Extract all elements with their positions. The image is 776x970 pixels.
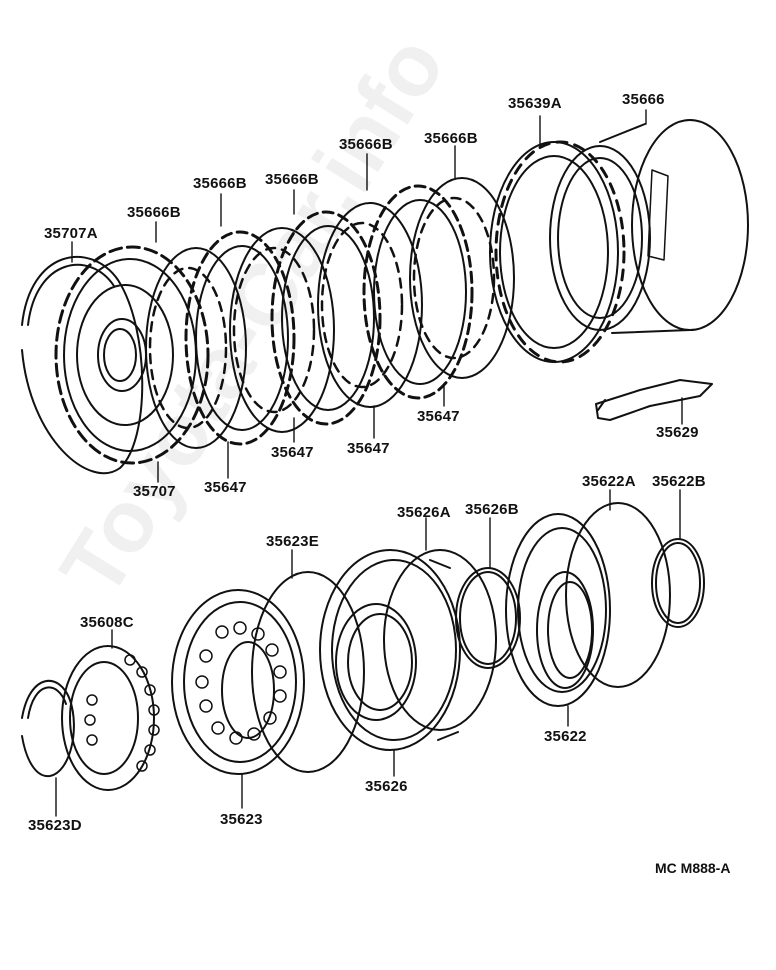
label-35647-2: 35647 [271,444,314,461]
o-ring-35622b [651,538,705,628]
spring-clip-35629 [595,379,713,421]
clutch-plate-3 [229,227,335,433]
clutch-disc-2 [270,210,382,426]
snap-ring-35707a [21,255,144,475]
spring-retainer-35608c [61,645,160,791]
reaction-plate-35707 [54,245,210,465]
o-ring-35623e [251,571,365,773]
label-35623: 35623 [220,811,263,828]
label-35647-4: 35647 [417,408,460,425]
label-35666: 35666 [622,91,665,108]
label-35626a: 35626A [397,504,451,521]
leader-lines [55,109,683,817]
label-35626: 35626 [365,778,408,795]
label-35639a: 35639A [508,95,562,112]
label-35608c: 35608C [80,614,134,631]
label-35622: 35622 [544,728,587,745]
label-35647-1: 35647 [204,479,247,496]
snap-ring-35623d [21,679,75,778]
label-35666b-5: 35666B [127,204,181,221]
label-35626b: 35626B [465,501,519,518]
o-ring-35626a [383,549,497,731]
piston-35622 [505,513,611,707]
label-35666b-3: 35666B [193,175,247,192]
label-35707: 35707 [133,483,176,500]
label-35666b-1: 35666B [339,136,393,153]
clutch-plate-1 [409,177,515,379]
label-35647-3: 35647 [347,440,390,457]
o-ring-35626b [455,567,521,669]
clutch-plate-2 [317,202,423,408]
label-35666b-4: 35666B [265,171,319,188]
piston-35626 [319,549,461,751]
diagram-reference-code: MC M888-A [655,860,731,876]
piston-35623 [171,589,305,775]
flange-plate-35639a [489,140,626,364]
label-35623d: 35623D [28,817,82,834]
label-35622b: 35622B [652,473,706,490]
label-35623e: 35623E [266,533,319,550]
label-35629: 35629 [656,424,699,441]
clutch-disc-1 [362,184,474,400]
label-35666b-2: 35666B [424,130,478,147]
o-ring-35622a [565,502,671,688]
label-35707a: 35707A [44,225,98,242]
label-35622a: 35622A [582,473,636,490]
